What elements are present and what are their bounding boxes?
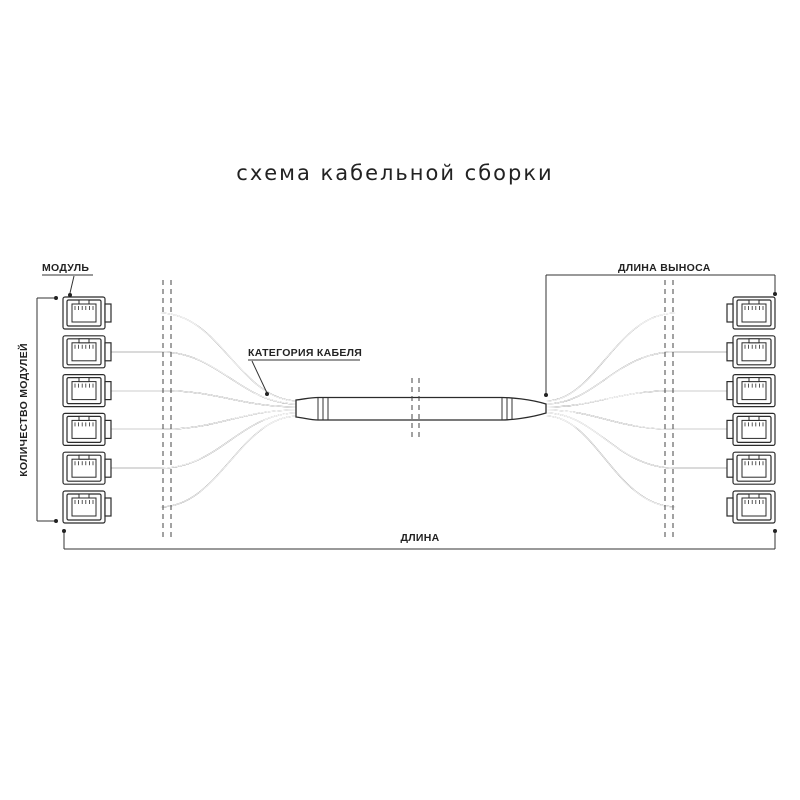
rj45-jack-icon — [726, 490, 776, 524]
length-label: ДЛИНА — [400, 532, 439, 544]
length-dimension — [62, 529, 777, 550]
rj45-jack-icon — [62, 412, 112, 446]
rj45-jack-icon — [62, 335, 112, 369]
module-leader-dot — [68, 293, 72, 297]
rj45-jack-icon — [726, 451, 776, 485]
right-breakout-wire — [545, 312, 732, 402]
right-breakout-wire — [545, 409, 732, 430]
left-breakout-wire — [108, 409, 299, 430]
right-breakout-wire — [545, 351, 732, 405]
left-module-stack — [62, 296, 112, 524]
left-wire-fan — [108, 312, 299, 508]
breakout-length-dimension — [544, 274, 777, 397]
module-leader-line — [69, 275, 75, 294]
left-breakout-wire — [108, 390, 299, 408]
rj45-jack-icon — [726, 296, 776, 330]
cable-category-leader-line — [251, 360, 268, 394]
breakout-length-label: ДЛИНА ВЫНОСА — [618, 262, 711, 274]
right-breakout-wire — [545, 390, 732, 408]
left-breakout-wire — [108, 351, 299, 405]
module-label: МОДУЛЬ — [42, 262, 89, 274]
module-count-dimension — [36, 296, 58, 523]
right-breakout-wire — [545, 412, 732, 469]
right-wire-fan — [545, 312, 732, 508]
rj45-jack-icon — [62, 296, 112, 330]
rj45-jack-icon — [62, 374, 112, 408]
rj45-jack-icon — [726, 374, 776, 408]
rj45-jack-icon — [726, 335, 776, 369]
rj45-jack-icon — [62, 451, 112, 485]
rj45-jack-icon — [62, 490, 112, 524]
left-breakout-wire — [108, 412, 299, 469]
left-breakout-wire — [108, 312, 299, 402]
cable-category-leader-dot — [265, 392, 269, 396]
right-module-stack — [726, 296, 776, 524]
module-count-label: КОЛИЧЕСТВО МОДУЛЕЙ — [17, 343, 30, 477]
diagram-title: схема кабельной сборки — [236, 161, 553, 185]
rj45-jack-icon — [726, 412, 776, 446]
trunk-cable — [295, 378, 547, 440]
breakout-break-lines — [162, 280, 674, 540]
cable-category-label: КАТЕГОРИЯ КАБЕЛЯ — [248, 347, 362, 359]
